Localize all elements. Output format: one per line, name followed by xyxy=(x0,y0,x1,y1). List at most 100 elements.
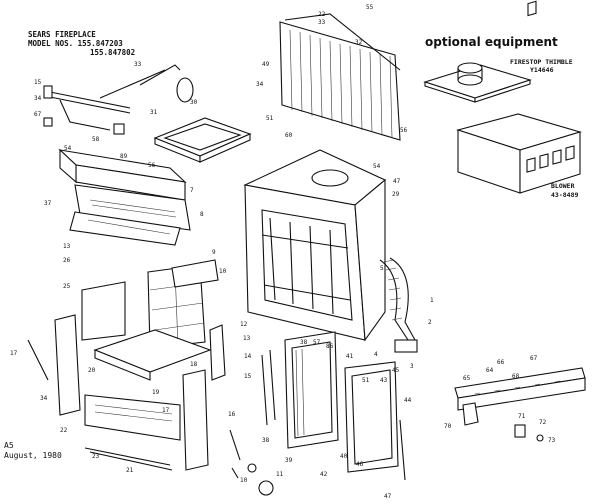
callout: 23 xyxy=(92,453,100,460)
callout: 42 xyxy=(320,471,328,478)
header-line-3: 155.847802 xyxy=(90,48,135,57)
callout: 16 xyxy=(228,411,236,418)
callout: 60 xyxy=(285,132,293,139)
header-line-1: SEARS FIREPLACE xyxy=(28,30,96,39)
callout: 34 xyxy=(40,395,48,402)
hood-panel-lower xyxy=(69,211,181,246)
callout: 2 xyxy=(428,319,432,326)
trim-hardware xyxy=(514,424,544,442)
callout: 54 xyxy=(64,145,72,152)
callout: 5 xyxy=(380,265,384,272)
blower-label: BLOWER xyxy=(551,182,575,190)
footer-date: August, 1980 xyxy=(4,451,62,460)
left-side-panel xyxy=(27,281,126,416)
callout: 1 xyxy=(430,297,434,304)
callout: 54 xyxy=(373,163,381,170)
flex-duct xyxy=(379,257,418,353)
callout: 9 xyxy=(212,249,216,256)
callout: 32 xyxy=(355,39,363,46)
main-firebox xyxy=(243,149,387,342)
callout: 47 xyxy=(393,178,401,185)
callout: 65 xyxy=(463,375,471,382)
blower-drawing xyxy=(456,0,582,194)
callout: 64 xyxy=(486,367,494,374)
callout: 25 xyxy=(63,283,71,290)
callout: 10 xyxy=(240,477,248,484)
callout: 8 xyxy=(200,211,204,218)
callout: 55 xyxy=(366,4,374,11)
side-post xyxy=(182,324,241,471)
callout: 39 xyxy=(285,457,293,464)
screen-door-left xyxy=(284,331,339,449)
callout: 47 xyxy=(384,493,392,500)
callout: 30 xyxy=(190,99,198,106)
callout: 71 xyxy=(518,413,526,420)
callout: 20 xyxy=(88,367,96,374)
callout: 10 xyxy=(219,268,227,275)
callout: 31 xyxy=(150,109,158,116)
callout: 29 xyxy=(392,191,400,198)
callout: 56 xyxy=(148,162,156,169)
blower-part-number: 43-8489 xyxy=(551,191,578,199)
callout: 86 xyxy=(326,343,334,350)
callout: 17 xyxy=(10,350,18,357)
thimble-label: FIRESTOP THIMBLE xyxy=(510,58,573,66)
callout: 67 xyxy=(530,355,538,362)
callout: 34 xyxy=(256,81,264,88)
tray-frame xyxy=(153,117,252,163)
hood-panel-middle xyxy=(74,184,191,231)
callout: 21 xyxy=(126,467,134,474)
callout: 51 xyxy=(362,377,370,384)
callout: 67 xyxy=(34,111,42,118)
hearth-base xyxy=(84,329,212,471)
callout: 58 xyxy=(92,136,100,143)
callout: 33 xyxy=(318,19,326,26)
door-rods xyxy=(261,349,406,481)
callout: 73 xyxy=(548,437,556,444)
callout: 12 xyxy=(240,321,248,328)
callout: 26 xyxy=(63,257,71,264)
callout: 57 xyxy=(313,339,321,346)
screen-door-right xyxy=(344,361,399,473)
callout: 66 xyxy=(497,359,505,366)
callout: 43 xyxy=(380,377,388,384)
callout: 11 xyxy=(276,471,284,478)
callout: 13 xyxy=(63,243,71,250)
callout: 34 xyxy=(34,95,42,102)
callout: 72 xyxy=(539,419,547,426)
callout: 19 xyxy=(152,389,160,396)
callout: 40 xyxy=(340,453,348,460)
footer-code: A5 xyxy=(4,441,14,450)
callout: 45 xyxy=(392,367,400,374)
refractory-bricks xyxy=(147,259,219,349)
callout: 44 xyxy=(404,397,412,404)
bracket-rod-assembly xyxy=(43,64,194,135)
callout: 15 xyxy=(244,373,252,380)
callout: 41 xyxy=(346,353,354,360)
callout: 38 xyxy=(300,339,308,346)
callout: 38 xyxy=(262,437,270,444)
callout: 22 xyxy=(318,11,326,18)
knob-hardware xyxy=(231,463,274,496)
optional-equipment-title: optional equipment xyxy=(425,35,558,49)
callout-labels: 15 34 67 33 31 30 22 33 55 32 49 34 51 6… xyxy=(10,4,556,500)
callout: 3 xyxy=(410,363,414,370)
callout: 22 xyxy=(60,427,68,434)
callout: 13 xyxy=(243,335,251,342)
callout: 7 xyxy=(190,187,194,194)
callout: 70 xyxy=(444,423,452,430)
callout: 33 xyxy=(134,61,142,68)
callout: 56 xyxy=(400,127,408,134)
callout: 37 xyxy=(44,200,52,207)
callout: 46 xyxy=(356,461,364,468)
firestop-thimble-drawing xyxy=(423,62,532,103)
callout: 68 xyxy=(512,373,520,380)
callout: 4 xyxy=(374,351,378,358)
callout: 51 xyxy=(266,115,274,122)
rear-louver-panel xyxy=(279,13,401,141)
callout: 18 xyxy=(190,361,198,368)
header-line-2: MODEL NOS. 155.847203 xyxy=(28,39,123,48)
callout: 15 xyxy=(34,79,42,86)
